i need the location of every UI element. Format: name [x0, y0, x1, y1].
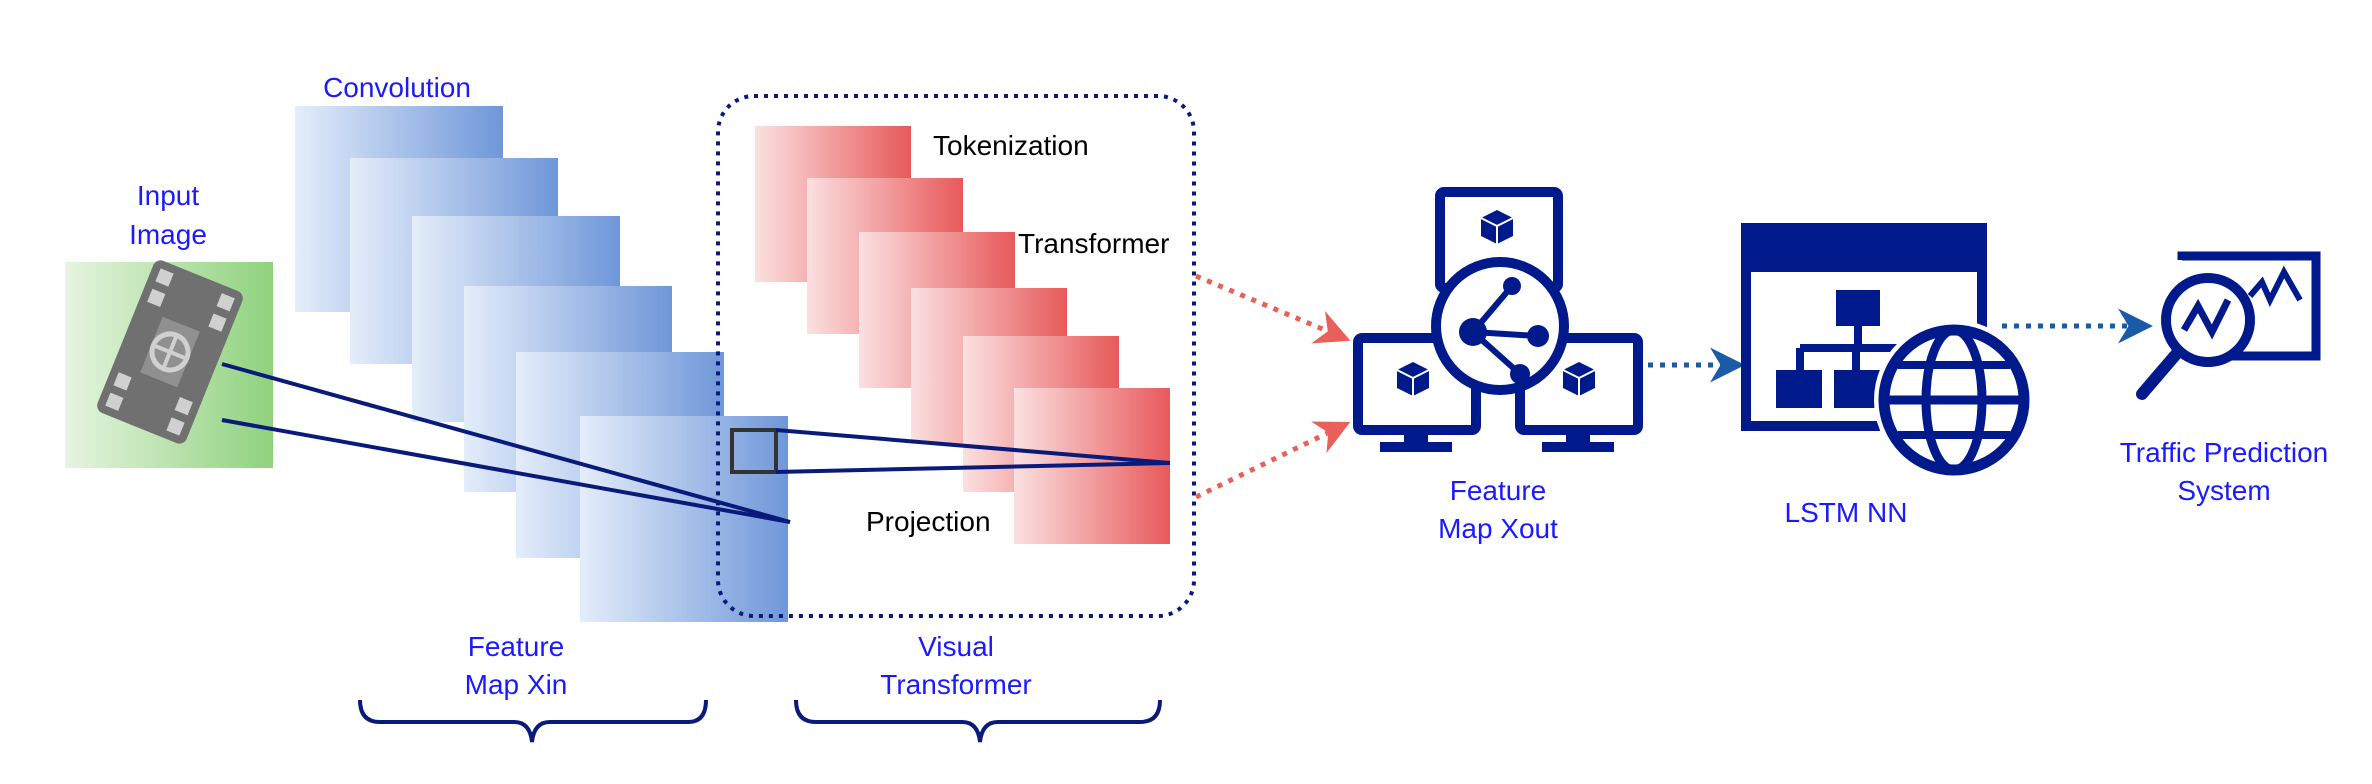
convolution-label: Convolution — [323, 72, 471, 103]
receptive-field-lines — [221, 362, 1171, 524]
film-reel-icon — [97, 260, 243, 444]
patch-box — [730, 428, 778, 474]
feature-xin-label-line2: Map Xin — [465, 669, 568, 700]
network-monitors-icon — [1353, 187, 1643, 452]
lstm-label: LSTM NN — [1785, 497, 1908, 528]
traffic-label-line1: Traffic Prediction — [2120, 437, 2329, 468]
input-image — [65, 260, 273, 468]
transformer-label: Transformer — [1018, 228, 1169, 259]
conv-layer — [580, 416, 788, 622]
visual-transformer-box — [716, 94, 1196, 618]
feature-xout-label-line1: Feature — [1450, 475, 1547, 506]
traffic-label-line2: System — [2177, 475, 2270, 506]
input-label-line1: Input — [137, 180, 199, 211]
feature-xin-brace — [358, 699, 708, 743]
arrow-to-feature-out-top — [1195, 273, 1351, 344]
visual-transformer-brace — [794, 699, 1162, 743]
projection-label: Projection — [866, 506, 991, 537]
convolution-stack — [295, 106, 788, 622]
feature-xout-label-line2: Map Xout — [1438, 513, 1558, 544]
tokenization-stack — [755, 126, 1170, 544]
input-label-line2: Image — [129, 219, 207, 250]
analytics-magnifier-icon — [2136, 251, 2321, 400]
visual-transformer-label-line2: Transformer — [880, 669, 1031, 700]
feature-xin-label-line1: Feature — [468, 631, 565, 662]
window-hierarchy-globe-icon — [1741, 223, 2034, 480]
visual-transformer-label-line1: Visual — [918, 631, 994, 662]
tokenization-label: Tokenization — [933, 130, 1089, 161]
arrow-to-feature-out-bottom — [1194, 421, 1351, 500]
